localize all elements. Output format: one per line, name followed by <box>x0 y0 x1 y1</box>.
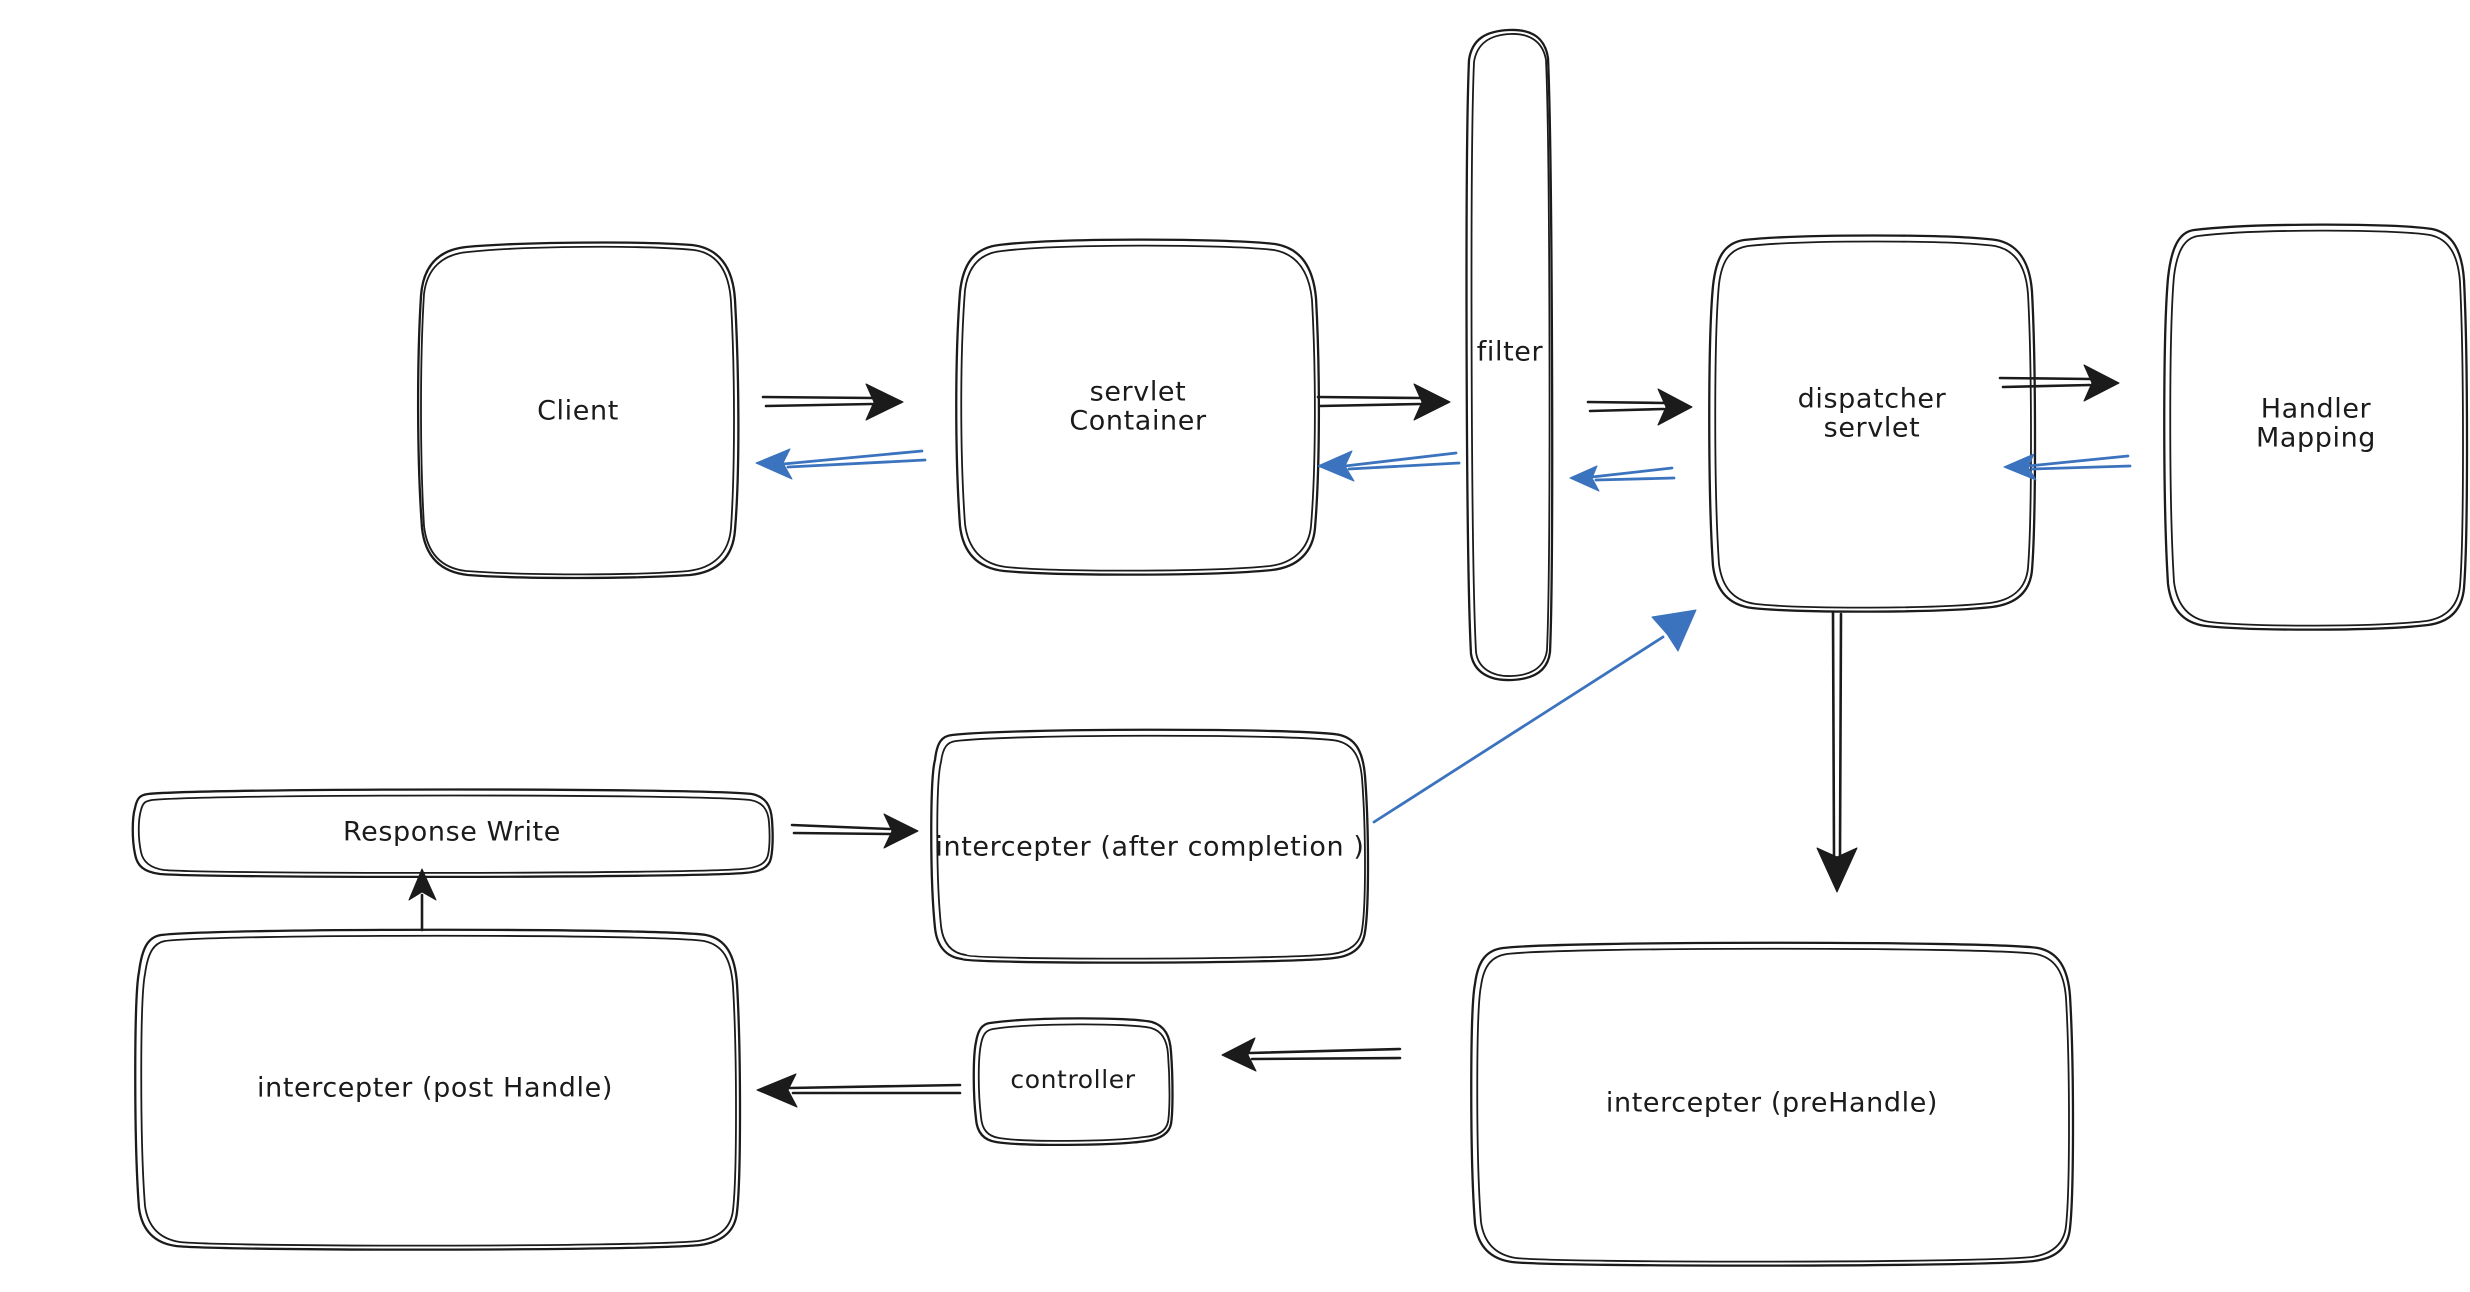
node-servlet-container-label-line2: Container <box>1069 406 1207 437</box>
edge-response-write-to-aftercompletion <box>790 813 919 849</box>
node-response-write-label: Response Write <box>343 817 561 848</box>
node-filter-label: filter <box>1477 337 1544 368</box>
node-servlet-container-label-line1: servlet <box>1090 377 1187 408</box>
node-interceptor-prehandle-label: intercepter (preHandle) <box>1606 1088 1938 1119</box>
edge-servlet-container-to-client <box>755 448 927 480</box>
node-interceptor-aftercompletion[interactable]: intercepter (after completion ) <box>930 728 1370 964</box>
edge-handler-mapping-to-dispatcher-servlet <box>2003 453 2132 481</box>
node-dispatcher-servlet-label-line2: servlet <box>1824 413 1921 444</box>
node-filter[interactable]: filter <box>1465 28 1554 682</box>
node-servlet-container[interactable]: servlet Container <box>955 238 1321 576</box>
node-response-write[interactable]: Response Write <box>131 788 774 879</box>
edge-client-to-servlet-container <box>761 383 904 421</box>
edge-filter-to-servlet-container <box>1317 450 1461 482</box>
node-dispatcher-servlet[interactable]: dispatcher servlet <box>1708 234 2037 613</box>
edge-prehandle-to-controller <box>1221 1037 1402 1072</box>
node-interceptor-prehandle[interactable]: intercepter (preHandle) <box>1470 941 2075 1267</box>
node-interceptor-posthandle[interactable]: intercepter (post Handle) <box>134 928 742 1251</box>
node-interceptor-aftercompletion-label: intercepter (after completion ) <box>935 832 1364 863</box>
node-dispatcher-servlet-label-line1: dispatcher <box>1798 384 1947 415</box>
node-client[interactable]: Client <box>416 241 740 580</box>
edge-filter-to-dispatcher-servlet <box>1586 388 1693 426</box>
node-handler-mapping-label-line1: Handler <box>2261 394 2372 425</box>
edge-dispatcher-servlet-to-filter <box>1569 465 1676 492</box>
edge-posthandle-to-response-write <box>408 868 437 932</box>
edge-controller-to-posthandle <box>756 1073 962 1108</box>
node-client-label: Client <box>537 396 619 427</box>
node-handler-mapping[interactable]: Handler Mapping <box>2163 223 2469 631</box>
edge-dispatcher-servlet-to-prehandle <box>1816 611 1858 893</box>
edge-dispatcher-servlet-to-handler-mapping <box>1998 364 2120 402</box>
node-controller-label: controller <box>1010 1065 1135 1094</box>
edge-servlet-container-to-filter <box>1316 383 1451 421</box>
node-controller[interactable]: controller <box>972 1017 1174 1147</box>
node-handler-mapping-label-line2: Mapping <box>2256 423 2376 454</box>
node-interceptor-posthandle-label: intercepter (post Handle) <box>257 1073 613 1104</box>
edge-aftercompletion-to-dispatcher-servlet <box>1372 609 1697 824</box>
